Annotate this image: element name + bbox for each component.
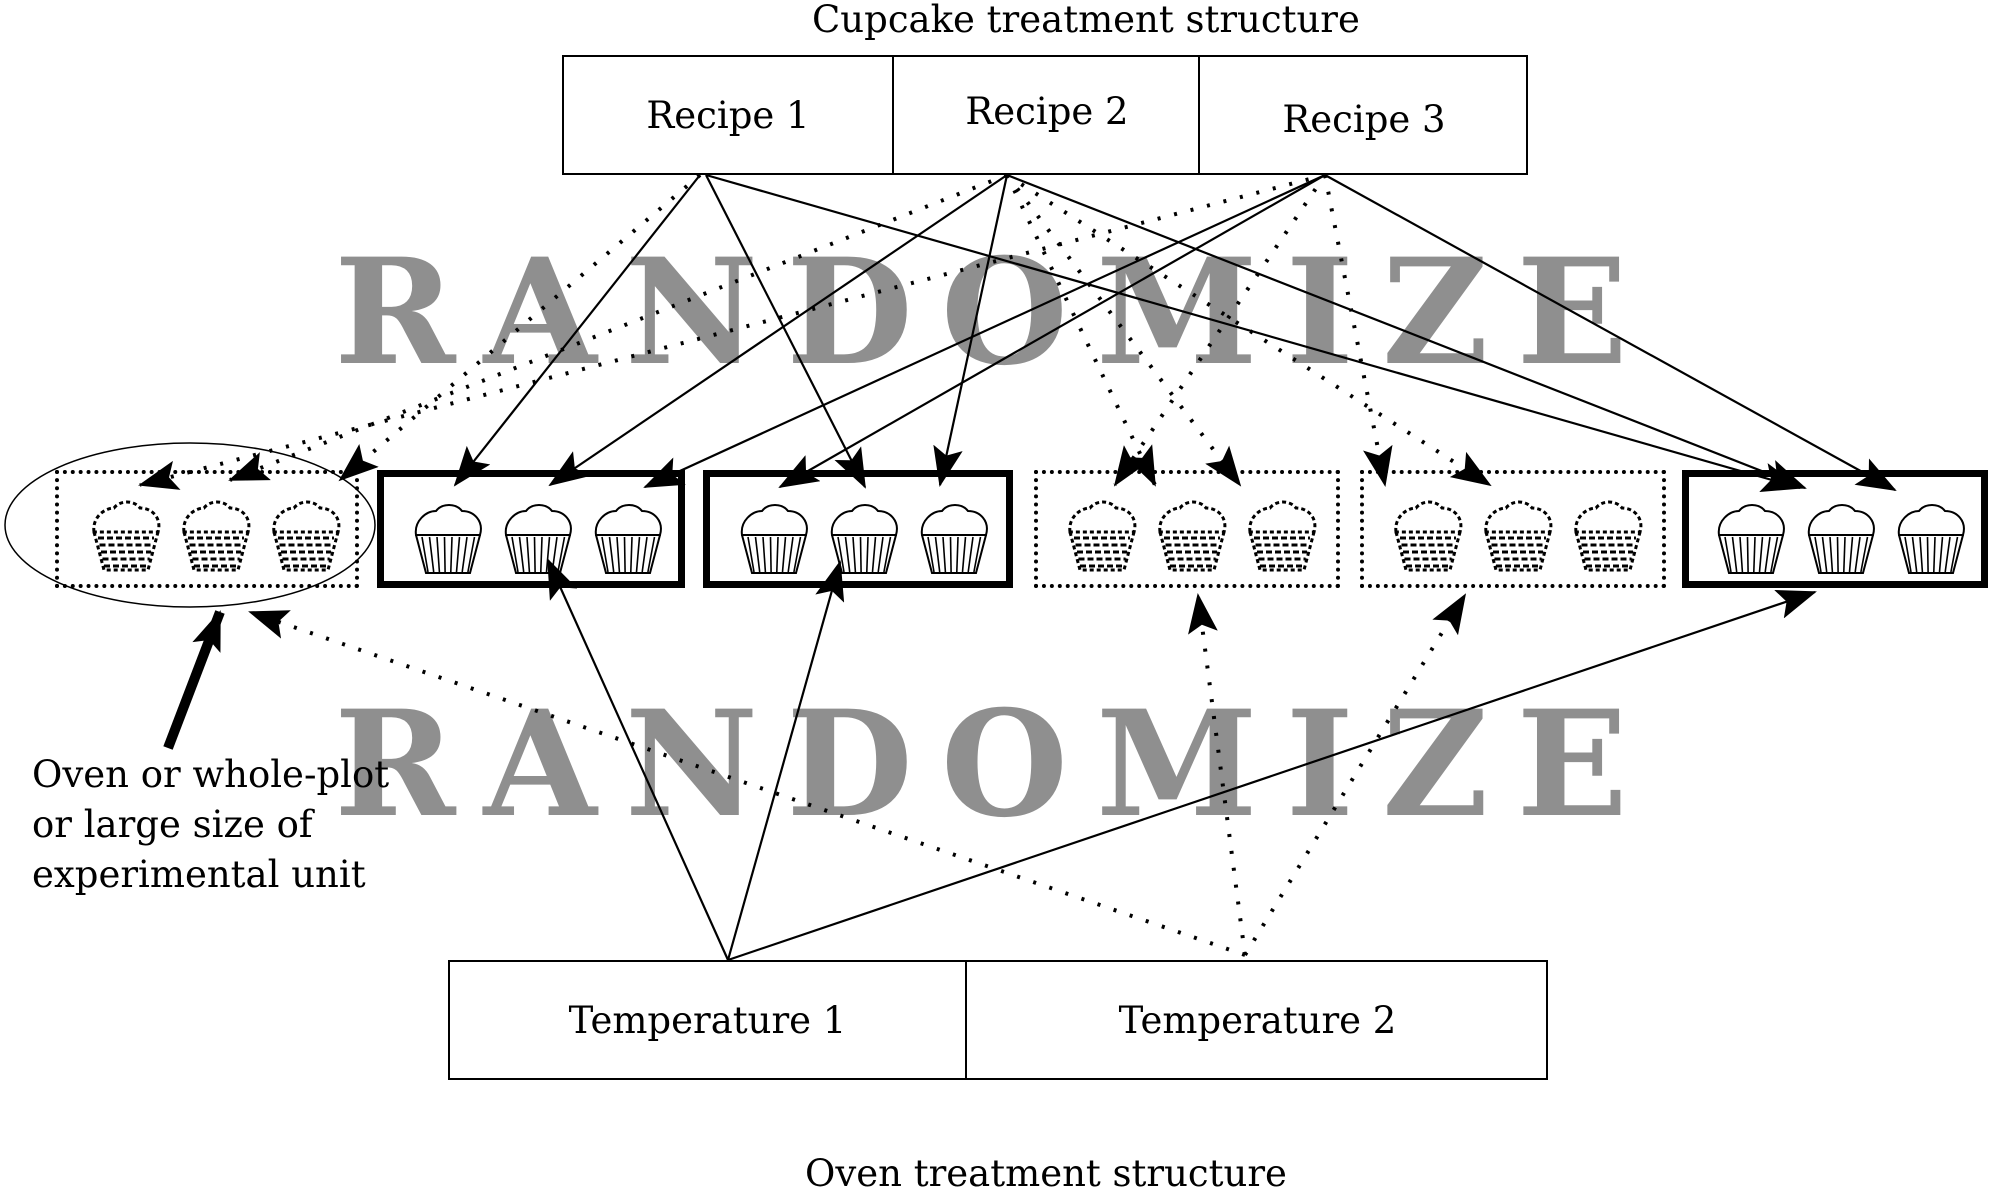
oven-highlight-ellipse	[4, 442, 376, 608]
cupcake-icon	[408, 497, 488, 577]
cupcake-icon	[1242, 494, 1322, 574]
cupcake-icon	[1711, 497, 1791, 577]
recipe-2-cell: Recipe 2	[892, 57, 1200, 173]
cupcake-icon	[588, 497, 668, 577]
note-line-3: experimental unit	[32, 853, 366, 896]
cupcake-icon	[914, 497, 994, 577]
recipe-1-cell: Recipe 1	[564, 57, 892, 173]
recipe-box: Recipe 1 Recipe 2 Recipe 3	[562, 55, 1528, 175]
cupcake-icon	[1388, 494, 1468, 574]
temperature-2-label: Temperature 2	[1118, 998, 1397, 1042]
note-pointer-arrow	[163, 610, 225, 750]
randomize-watermark-top: RANDOMIZE	[334, 227, 1656, 398]
cupcake-icon	[1478, 494, 1558, 574]
temperature-1-label: Temperature 1	[568, 998, 847, 1042]
cupcake-icon	[1891, 497, 1971, 577]
cupcake-icon	[176, 494, 256, 574]
cupcake-icon	[86, 494, 166, 574]
oven-1	[55, 470, 359, 588]
recipe-3-label: Recipe 3	[1282, 97, 1446, 141]
cupcake-icon	[1801, 497, 1881, 577]
cupcake-structure-title: Cupcake treatment structure	[812, 0, 1360, 41]
randomize-watermark-bottom: RANDOMIZE	[334, 679, 1656, 850]
temperature-box: Temperature 1 Temperature 2	[448, 960, 1548, 1080]
oven-5	[1360, 470, 1666, 588]
whole-plot-note: Oven or whole-plot or large size of expe…	[32, 750, 389, 900]
cupcake-icon	[1062, 494, 1142, 574]
oven-2	[377, 470, 685, 588]
recipe-2-label: Recipe 2	[965, 89, 1129, 133]
recipe-1-label: Recipe 1	[646, 93, 810, 137]
oven-6	[1682, 470, 1988, 588]
temperature-1-cell: Temperature 1	[450, 962, 965, 1078]
recipe-3-cell: Recipe 3	[1198, 57, 1528, 173]
note-line-1: Oven or whole-plot	[32, 753, 390, 796]
note-line-2: or large size of	[32, 803, 313, 846]
cupcake-icon	[266, 494, 346, 574]
temperature-2-cell: Temperature 2	[965, 962, 1548, 1078]
cupcake-icon	[1152, 494, 1232, 574]
cupcake-icon	[824, 497, 904, 577]
oven-4	[1034, 470, 1340, 588]
cupcake-icon	[1568, 494, 1648, 574]
oven-structure-title: Oven treatment structure	[805, 1152, 1287, 1195]
cupcake-icon	[734, 497, 814, 577]
